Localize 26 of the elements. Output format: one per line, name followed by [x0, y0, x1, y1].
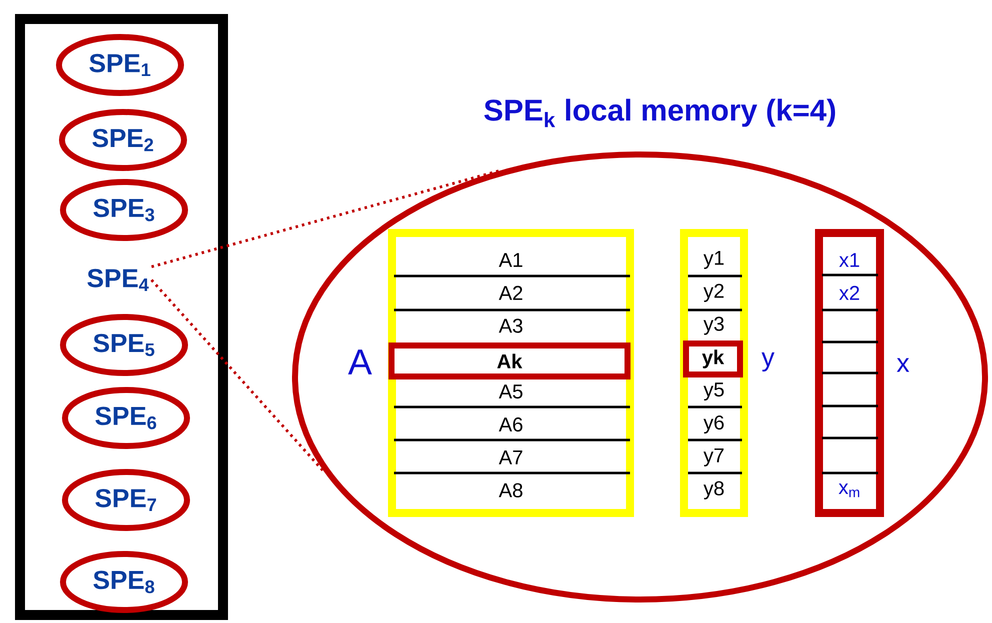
row-label: A2 [498, 284, 524, 301]
title: SPE$_{k}$ local memory (k=4) [484, 98, 836, 128]
vector-name: A [348, 350, 372, 374]
row-label: A5 [498, 384, 524, 400]
row-label: A6 [498, 416, 524, 433]
row-label: y8 [702, 480, 726, 500]
vector-name: y [762, 352, 774, 372]
row-label: x2 [838, 284, 862, 301]
processor-label: SPE$_{4}$ [87, 268, 149, 292]
row-label: y1 [702, 250, 726, 270]
row-label: y5 [702, 382, 726, 402]
row-label: y3 [702, 316, 726, 336]
row-label: y2 [702, 282, 726, 303]
row-label: x$_{m}$ [837, 482, 862, 498]
dotted-line [151, 169, 502, 268]
highlight-box: Ak [388, 342, 630, 380]
row-label: A1 [498, 252, 524, 268]
frame-box [15, 14, 228, 620]
row-label: A8 [498, 482, 524, 498]
row-label: A3 [498, 318, 524, 334]
highlight-box: yk [683, 340, 744, 378]
row-label: A7 [498, 450, 524, 466]
vector-name: x [896, 358, 910, 372]
row-label: y7 [702, 447, 726, 468]
row-label: y6 [702, 414, 726, 435]
row-label: x1 [838, 252, 862, 268]
